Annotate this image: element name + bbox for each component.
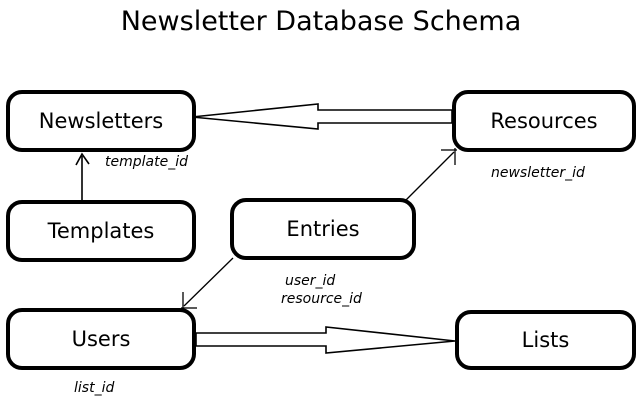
- page-title: Newsletter Database Schema: [120, 6, 522, 37]
- entity-label: Users: [71, 327, 131, 351]
- connector-entries-to-users: [183, 257, 234, 307]
- connector-resources-to-newsletters: [191, 103, 453, 130]
- entity-label: Resources: [490, 109, 598, 133]
- entity-lists[interactable]: Lists: [455, 310, 636, 370]
- entity-users[interactable]: Users: [6, 308, 196, 370]
- arrowhead-templates-to-newsletters: [75, 152, 90, 166]
- connector-users-to-lists: [195, 326, 456, 354]
- entity-resources[interactable]: Resources: [452, 90, 636, 152]
- entity-templates[interactable]: Templates: [6, 200, 196, 262]
- entity-label: Newsletters: [38, 109, 164, 133]
- fk-label-template-id: template_id: [105, 154, 188, 170]
- entity-label: Lists: [521, 328, 570, 352]
- entity-newsletters[interactable]: Newsletters: [6, 90, 196, 152]
- fk-label-user-id: user_id: [285, 273, 336, 289]
- fk-label-list-id: list_id: [74, 380, 115, 396]
- fk-label-newsletter-id: newsletter_id: [491, 165, 585, 181]
- entity-label: Templates: [47, 219, 155, 243]
- entity-label: Entries: [286, 217, 360, 241]
- connector-entries-to-resources: [405, 151, 455, 201]
- entity-entries[interactable]: Entries: [230, 198, 416, 260]
- fk-label-resource-id: resource_id: [281, 291, 362, 307]
